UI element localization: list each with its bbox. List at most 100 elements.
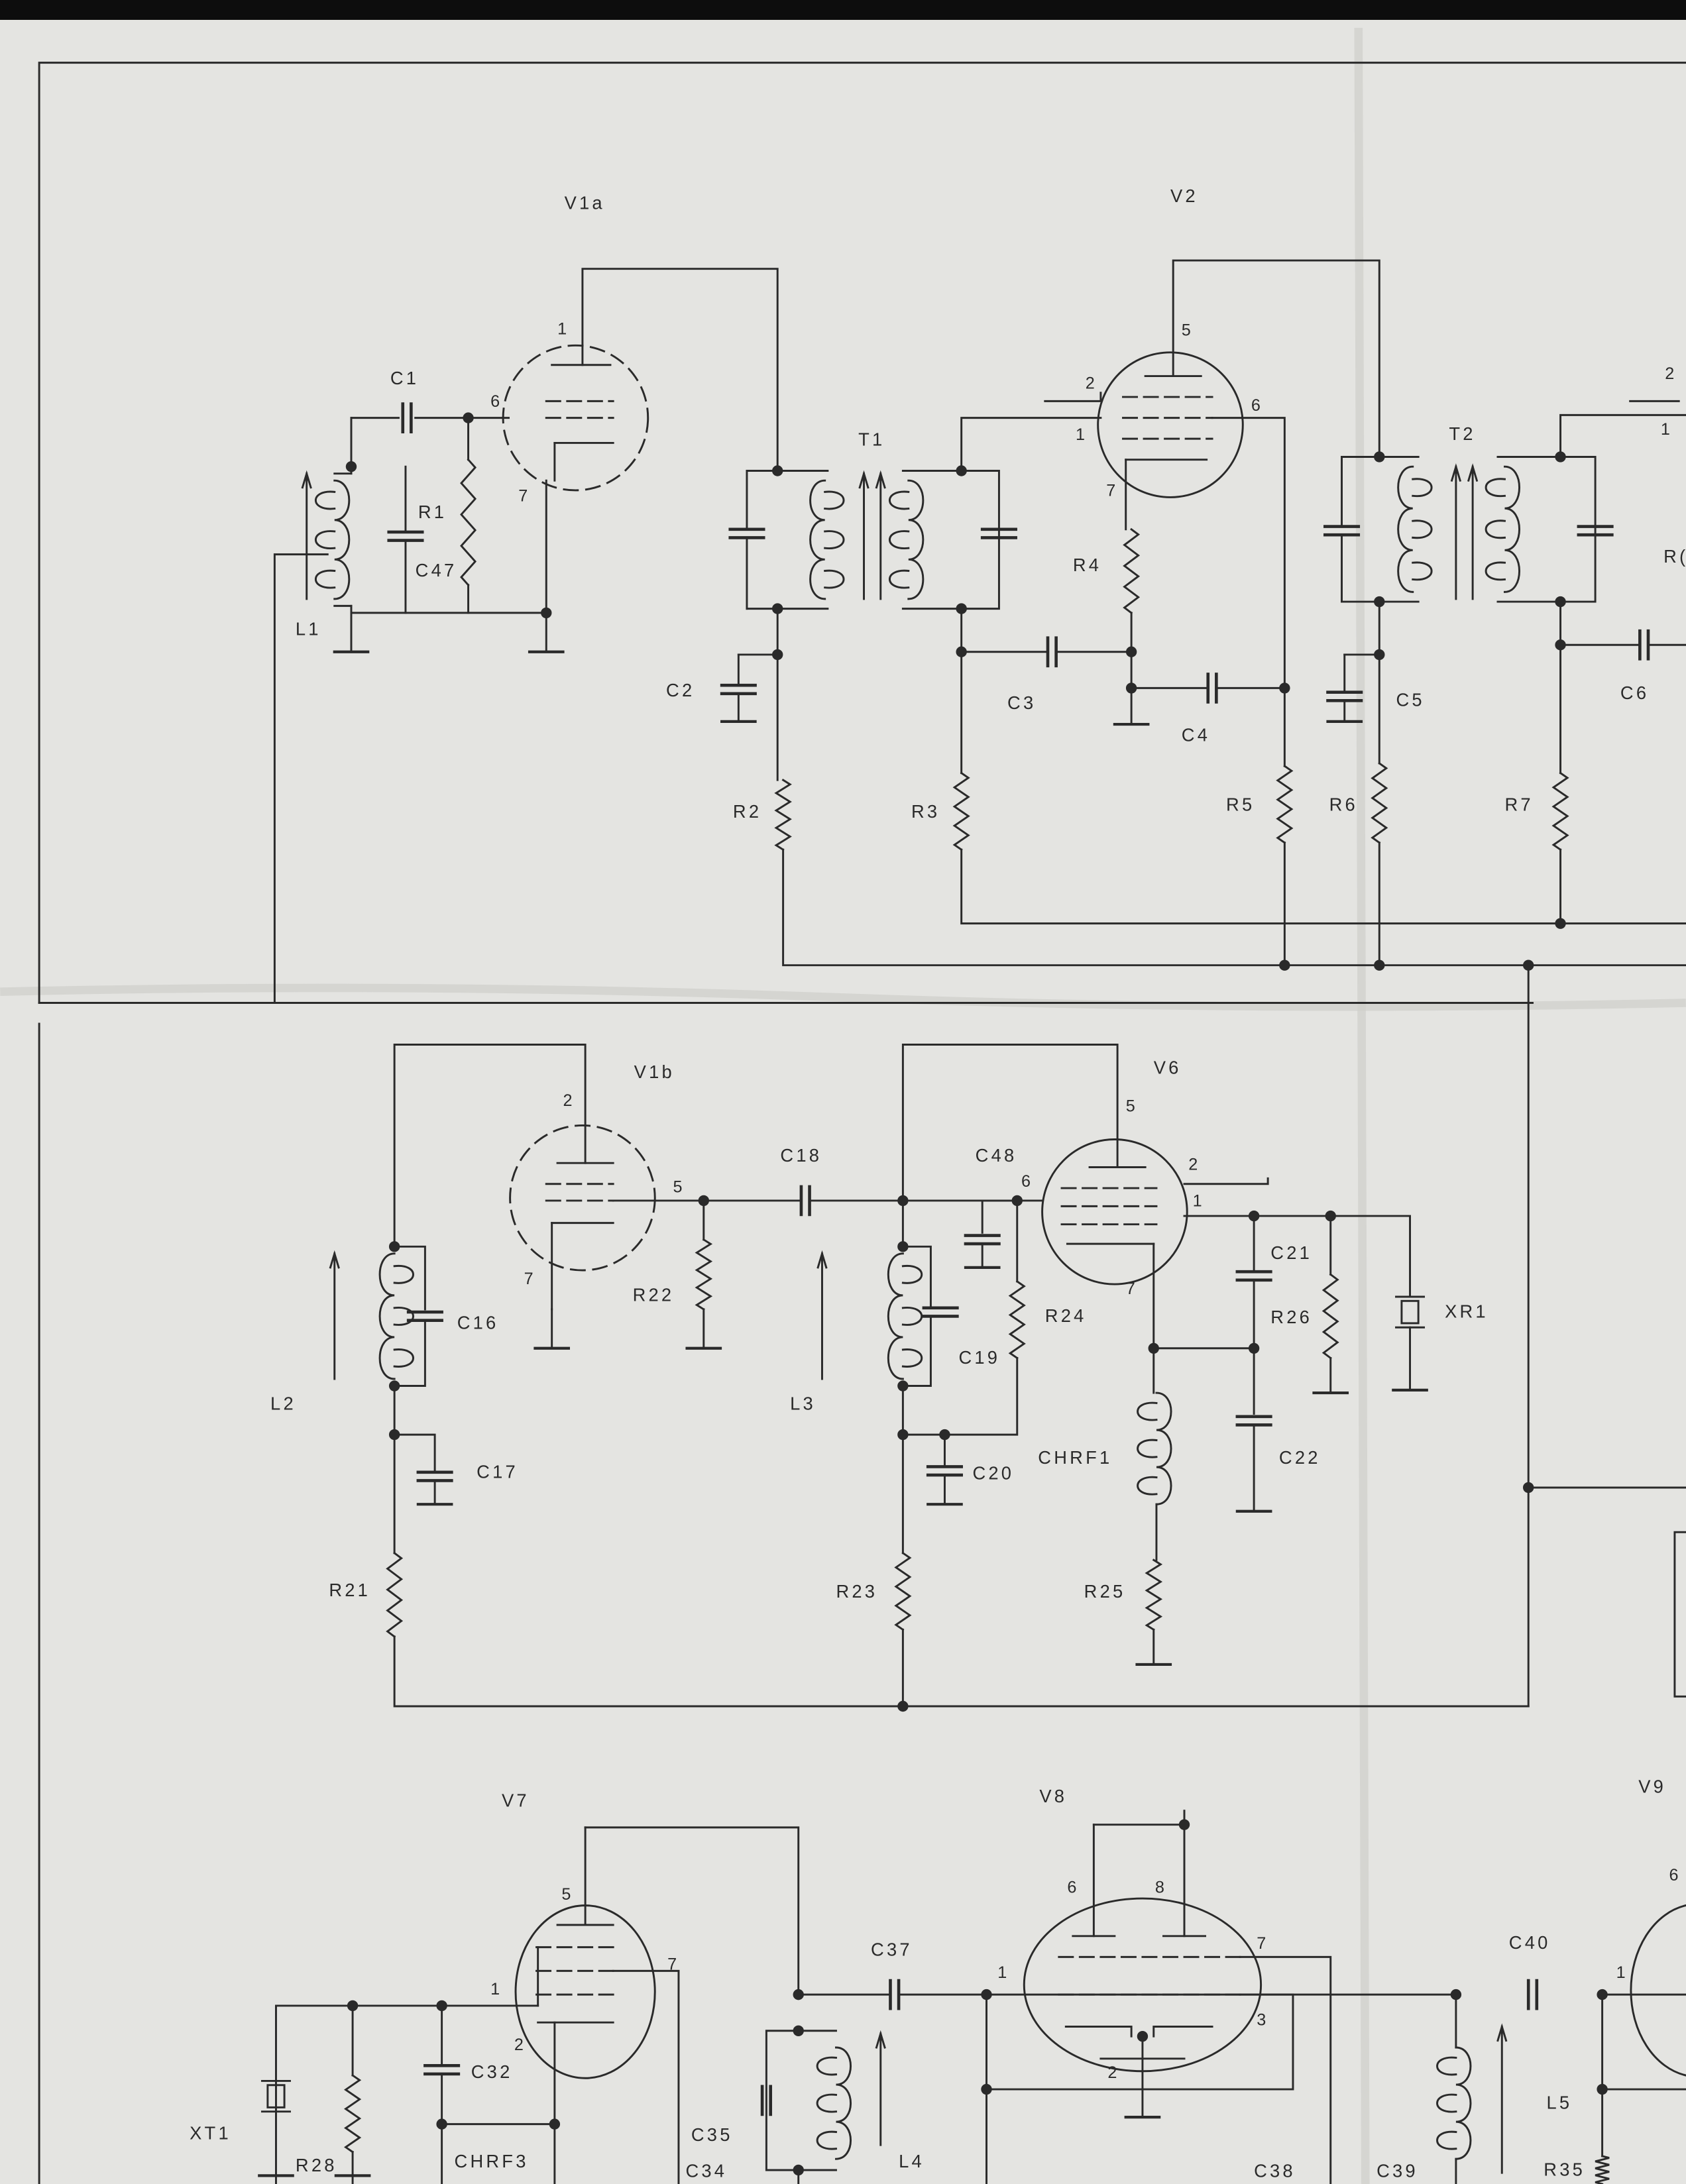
capacitor-symbol bbox=[1638, 629, 1650, 661]
wire bbox=[765, 2030, 800, 2171]
wire bbox=[584, 1826, 800, 1996]
label-R5: R5 bbox=[1226, 794, 1255, 814]
pin-label: 2 bbox=[514, 2036, 524, 2054]
label-L2: L2 bbox=[270, 1393, 296, 1413]
label-V7: V7 bbox=[502, 1790, 530, 1810]
resistor-symbol bbox=[774, 779, 792, 851]
label-V1b: V1b bbox=[634, 1062, 675, 1082]
inductor-coil bbox=[1485, 465, 1521, 593]
wire bbox=[1183, 1215, 1412, 1297]
resistor-symbol bbox=[386, 1551, 404, 1638]
vacuum-tube-envelope bbox=[509, 1124, 656, 1272]
pin-label: 6 bbox=[1067, 1879, 1076, 1897]
vacuum-tube-envelope bbox=[514, 1904, 656, 2079]
wire bbox=[612, 1969, 680, 2184]
label-L5: L5 bbox=[1547, 2092, 1573, 2112]
circuit-wiring bbox=[38, 62, 1686, 2184]
resistor-symbol bbox=[1276, 765, 1294, 844]
resistor-symbol bbox=[460, 458, 477, 586]
pin-label: 7 bbox=[518, 487, 528, 506]
junction-dot bbox=[1450, 1989, 1462, 2000]
label-R25: R25 bbox=[1084, 1581, 1126, 1602]
label-C38: C38 bbox=[1254, 2160, 1296, 2181]
tube-cathode bbox=[1064, 2025, 1213, 2038]
wire bbox=[960, 848, 1686, 925]
resistor-symbol bbox=[1595, 2155, 1610, 2184]
wire bbox=[1172, 259, 1380, 458]
unit-box bbox=[1673, 1531, 1686, 1698]
capacitor-symbol bbox=[401, 402, 413, 433]
pin-label: 1 bbox=[557, 319, 567, 338]
vacuum-tube-envelope bbox=[1630, 1904, 1686, 2077]
wire bbox=[901, 1245, 932, 1308]
junction-dot bbox=[1137, 2030, 1149, 2042]
wire bbox=[350, 604, 547, 614]
resistor-symbol bbox=[1145, 1558, 1163, 1631]
label-C3: C3 bbox=[1007, 692, 1036, 713]
capacitor-symbol bbox=[964, 1234, 1001, 1246]
junction-dot bbox=[1555, 918, 1566, 929]
capacitor-symbol bbox=[1577, 525, 1614, 537]
label-XR1: XR1 bbox=[1445, 1301, 1489, 1322]
tuning-arrow bbox=[816, 1250, 828, 1380]
junction-dot bbox=[388, 1241, 400, 1252]
capacitor-symbol bbox=[416, 1470, 453, 1482]
label-R23: R23 bbox=[836, 1581, 877, 1602]
wire bbox=[393, 1433, 436, 1472]
label-C2: C2 bbox=[666, 680, 695, 700]
junction-dot bbox=[1523, 959, 1534, 971]
junction-dot bbox=[956, 646, 967, 657]
label-L4: L4 bbox=[899, 2151, 925, 2171]
inductor-coil bbox=[889, 479, 925, 600]
pin-label: 6 bbox=[1669, 1866, 1679, 1884]
label-CHRF3: CHRF3 bbox=[455, 2151, 529, 2171]
label-C1: C1 bbox=[390, 368, 419, 388]
inductor-coil bbox=[315, 479, 351, 600]
label-R-cut: R( bbox=[1663, 546, 1686, 567]
tuning-arrow bbox=[1450, 463, 1462, 600]
label-C16: C16 bbox=[457, 1312, 499, 1333]
wire bbox=[901, 1044, 1119, 1248]
pin-label: 2 bbox=[1188, 1156, 1198, 1174]
tuning-arrow bbox=[875, 2030, 886, 2146]
label-C21: C21 bbox=[1270, 1242, 1312, 1263]
crystal-symbol bbox=[1400, 1299, 1420, 1325]
label-L1: L1 bbox=[296, 619, 321, 639]
pin-label: 7 bbox=[1257, 1934, 1266, 1953]
label-C48: C48 bbox=[976, 1145, 1017, 1166]
capacitor-symbol bbox=[799, 1185, 811, 1217]
pin-label: 1 bbox=[490, 1980, 500, 1998]
wire bbox=[1211, 417, 1286, 767]
label-R1: R1 bbox=[418, 502, 447, 522]
pin-label: 1 bbox=[1661, 420, 1670, 439]
inductor-coil bbox=[816, 2046, 852, 2160]
pin-label: 5 bbox=[1126, 1097, 1135, 1115]
label-R22: R22 bbox=[633, 1284, 675, 1305]
wire bbox=[1239, 1955, 1332, 2184]
pin-label: 7 bbox=[524, 1270, 534, 1288]
pin-label: 1 bbox=[997, 1963, 1007, 1982]
pin-label: 2 bbox=[1086, 374, 1095, 392]
capacitor-symbol bbox=[1206, 673, 1218, 704]
label-R7: R7 bbox=[1504, 794, 1533, 814]
capacitor-symbol bbox=[980, 527, 1017, 539]
pin-label: 5 bbox=[673, 1177, 683, 1196]
resistor-symbol bbox=[1008, 1280, 1026, 1360]
resistor-symbol bbox=[343, 2073, 362, 2154]
capacitor-symbol bbox=[728, 527, 765, 539]
resistor-symbol bbox=[894, 1551, 912, 1631]
label-C18: C18 bbox=[780, 1145, 822, 1166]
junction-dot bbox=[897, 1241, 909, 1252]
wire bbox=[1559, 413, 1686, 458]
crystal-symbol bbox=[266, 2084, 286, 2108]
inductor-coil bbox=[378, 1252, 414, 1380]
label-C20: C20 bbox=[972, 1462, 1014, 1483]
pin-label: 5 bbox=[561, 1885, 571, 1904]
label-C4: C4 bbox=[1182, 724, 1210, 745]
label-R21: R21 bbox=[329, 1580, 370, 1600]
capacitor-symbol bbox=[1235, 1270, 1272, 1282]
pin-label: 2 bbox=[1665, 364, 1674, 383]
wire bbox=[901, 470, 1000, 610]
inductor-coil bbox=[1137, 1392, 1172, 1505]
